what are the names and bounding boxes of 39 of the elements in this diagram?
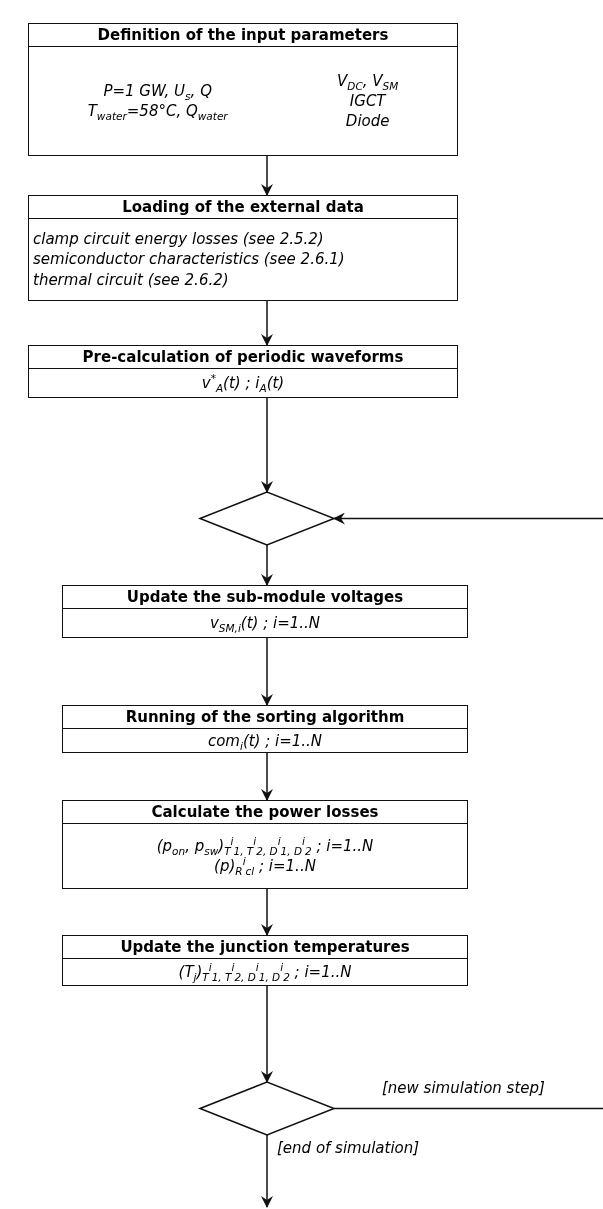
formula-text: v$^{*}$$_{A}$(t) ; i$_{A}$(t) — [201, 372, 285, 394]
formula-text: P=1 GW, U$_{s}$, Q — [103, 80, 212, 101]
arrow — [261, 300, 273, 346]
box-heading: Loading of the external data — [29, 196, 457, 219]
process-box — [62, 800, 468, 889]
diamond-shape — [200, 1082, 334, 1135]
box-heading: Calculate the power losses — [63, 801, 467, 824]
edge-label: [new simulation step] — [380, 1078, 547, 1097]
arrow — [261, 1134, 273, 1208]
arrow — [261, 637, 273, 706]
formula-text: T$_{water}$=58°C, Q$_{water}$ — [87, 101, 228, 122]
formula-text: v$_{SM,i}$(t) ; i=1..N — [209, 612, 321, 634]
arrow — [261, 752, 273, 801]
process-box — [62, 585, 468, 638]
box-heading: Running of the sorting algorithm — [63, 706, 467, 729]
diamond-shape — [200, 492, 334, 545]
process-box — [62, 935, 468, 986]
formula-text: thermal circuit (see 2.6.2) — [33, 269, 229, 290]
box-heading: Pre-calculation of periodic waveforms — [29, 346, 457, 369]
box-heading: Definition of the input parameters — [29, 24, 457, 47]
arrow — [261, 155, 273, 196]
arrow — [261, 985, 273, 1083]
formula-text: IGCT — [349, 90, 386, 112]
formula-text: clamp circuit energy losses (see 2.5.2) — [33, 229, 324, 250]
formula-text: com$_{i}$(t) ; i=1..N — [207, 731, 323, 752]
formula-text: V$_{DC}$, V$_{SM}$ — [337, 70, 399, 91]
box-heading: Update the sub-module voltages — [63, 586, 467, 609]
process-box — [28, 195, 458, 301]
arrow — [261, 888, 273, 936]
arrow — [333, 512, 603, 525]
process-box — [28, 23, 458, 156]
process-box — [62, 705, 468, 753]
box-heading: Update the junction temperatures — [63, 936, 467, 959]
arrow — [261, 544, 273, 586]
formula-text: semiconductor characteristics (see 2.6.1) — [33, 249, 345, 270]
formula-text: Diode — [345, 111, 390, 132]
arrow — [261, 397, 273, 493]
edge-label: [end of simulation] — [275, 1139, 422, 1157]
process-box — [28, 345, 458, 398]
